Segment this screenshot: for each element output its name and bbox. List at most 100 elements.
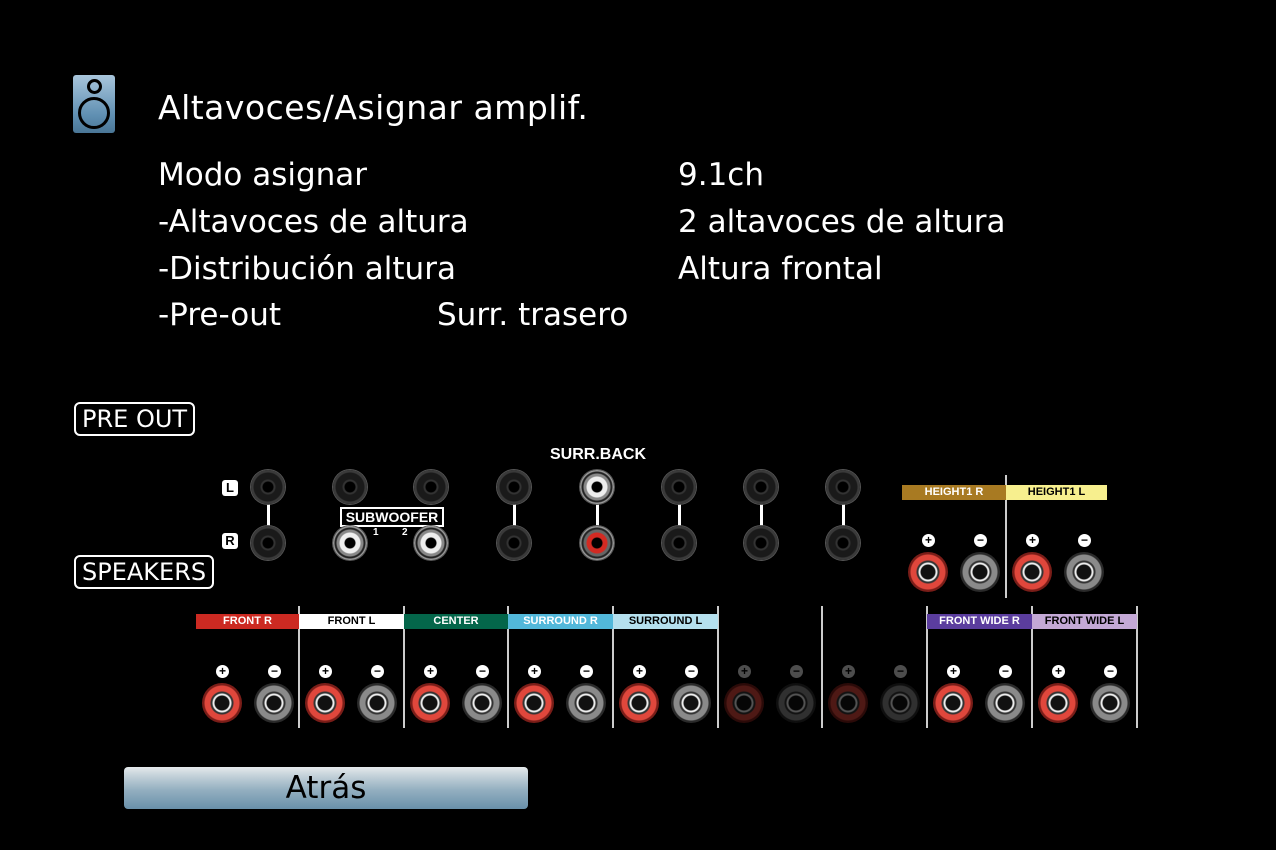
minus-icon: − bbox=[371, 665, 384, 678]
speaker-1-negative-terminal bbox=[357, 683, 397, 723]
speaker-6-negative-terminal bbox=[880, 683, 920, 723]
group-divider bbox=[612, 606, 614, 728]
speaker-4-negative-terminal bbox=[671, 683, 711, 723]
speaker-1-label: FRONT L bbox=[299, 614, 404, 629]
speaker-3-label: SURROUND R bbox=[508, 614, 613, 629]
height1-l-positive-terminal bbox=[1012, 552, 1052, 592]
plus-icon: + bbox=[319, 665, 332, 678]
group-divider bbox=[1005, 475, 1007, 598]
speaker-4-positive-terminal bbox=[619, 683, 659, 723]
height1-l-label: HEIGHT1 L bbox=[1006, 485, 1107, 500]
back-button[interactable]: Atrás bbox=[124, 767, 528, 809]
page-title: Altavoces/Asignar amplif. bbox=[158, 88, 589, 127]
plus-icon: + bbox=[633, 665, 646, 678]
pre-out-jack-l bbox=[744, 470, 778, 504]
height1-r-label: HEIGHT1 R bbox=[902, 485, 1006, 500]
speaker-7-negative-terminal bbox=[985, 683, 1025, 723]
height1-l-negative-terminal bbox=[1064, 552, 1104, 592]
speaker-7-label: FRONT WIDE R bbox=[927, 614, 1032, 629]
speaker-0-negative-terminal bbox=[254, 683, 294, 723]
plus-icon: + bbox=[216, 665, 229, 678]
speaker-2-label: CENTER bbox=[404, 614, 508, 629]
plus-icon: + bbox=[922, 534, 935, 547]
plus-icon: + bbox=[424, 665, 437, 678]
speaker-6-positive-terminal bbox=[828, 683, 868, 723]
setting-value-pre-out: Surr. trasero bbox=[437, 297, 629, 333]
group-divider bbox=[926, 606, 928, 728]
speaker-icon bbox=[73, 75, 115, 133]
pre-out-tag: PRE OUT bbox=[74, 402, 196, 436]
setting-label-height-speakers: -Altavoces de altura bbox=[158, 204, 469, 240]
jack-link bbox=[513, 504, 516, 526]
minus-icon: − bbox=[476, 665, 489, 678]
speaker-5-positive-terminal bbox=[724, 683, 764, 723]
pre-out-jack-r bbox=[497, 526, 531, 560]
speaker-2-positive-terminal bbox=[410, 683, 450, 723]
group-divider bbox=[1136, 606, 1138, 728]
speaker-3-positive-terminal bbox=[514, 683, 554, 723]
pre-out-jack-l bbox=[333, 470, 367, 504]
minus-icon: − bbox=[974, 534, 987, 547]
speaker-5-negative-terminal bbox=[776, 683, 816, 723]
speaker-3-negative-terminal bbox=[566, 683, 606, 723]
pre-out-jack-r bbox=[580, 526, 614, 560]
jack-link bbox=[596, 504, 599, 526]
group-divider bbox=[1031, 606, 1033, 728]
subwoofer-2-number: 2 bbox=[402, 527, 408, 538]
height1-r-positive-terminal bbox=[908, 552, 948, 592]
setting-label-height-layout: -Distribución altura bbox=[158, 251, 456, 287]
group-divider bbox=[507, 606, 509, 728]
plus-icon: + bbox=[528, 665, 541, 678]
speaker-0-positive-terminal bbox=[202, 683, 242, 723]
jack-link bbox=[760, 504, 763, 526]
pre-out-jack-r bbox=[662, 526, 696, 560]
minus-icon: − bbox=[790, 665, 803, 678]
pre-out-jack-r bbox=[251, 526, 285, 560]
pre-out-jack-l bbox=[826, 470, 860, 504]
subwoofer-label: SUBWOOFER bbox=[340, 507, 444, 527]
speaker-1-positive-terminal bbox=[305, 683, 345, 723]
speaker-8-positive-terminal bbox=[1038, 683, 1078, 723]
right-channel-marker: R bbox=[222, 533, 238, 549]
pre-out-jack-r bbox=[826, 526, 860, 560]
plus-icon: + bbox=[1052, 665, 1065, 678]
pre-out-jack-r bbox=[333, 526, 367, 560]
group-divider bbox=[298, 606, 300, 728]
subwoofer-1-number: 1 bbox=[373, 527, 379, 538]
group-divider bbox=[821, 606, 823, 728]
height1-r-negative-terminal bbox=[960, 552, 1000, 592]
speakers-tag: SPEAKERS bbox=[74, 555, 215, 589]
minus-icon: − bbox=[894, 665, 907, 678]
speaker-8-negative-terminal bbox=[1090, 683, 1130, 723]
surr-back-label: SURR.BACK bbox=[550, 446, 646, 463]
pre-out-jack-l bbox=[414, 470, 448, 504]
speaker-8-label: FRONT WIDE L bbox=[1032, 614, 1137, 629]
plus-icon: + bbox=[842, 665, 855, 678]
pre-out-jack-r bbox=[744, 526, 778, 560]
speaker-7-positive-terminal bbox=[933, 683, 973, 723]
minus-icon: − bbox=[1104, 665, 1117, 678]
minus-icon: − bbox=[1078, 534, 1091, 547]
left-channel-marker: L bbox=[222, 480, 238, 496]
setting-value-height-speakers: 2 altavoces de altura bbox=[678, 204, 1006, 240]
jack-link bbox=[267, 504, 270, 526]
minus-icon: − bbox=[268, 665, 281, 678]
pre-out-jack-l bbox=[497, 470, 531, 504]
speaker-0-label: FRONT R bbox=[196, 614, 299, 629]
group-divider bbox=[403, 606, 405, 728]
pre-out-jack-r bbox=[414, 526, 448, 560]
jack-link bbox=[842, 504, 845, 526]
pre-out-jack-l bbox=[580, 470, 614, 504]
setting-value-height-layout: Altura frontal bbox=[678, 251, 883, 287]
minus-icon: − bbox=[999, 665, 1012, 678]
minus-icon: − bbox=[580, 665, 593, 678]
plus-icon: + bbox=[947, 665, 960, 678]
setting-label-assign-mode: Modo asignar bbox=[158, 157, 368, 193]
jack-link bbox=[678, 504, 681, 526]
pre-out-jack-l bbox=[662, 470, 696, 504]
speaker-4-label: SURROUND L bbox=[613, 614, 718, 629]
minus-icon: − bbox=[685, 665, 698, 678]
speaker-2-negative-terminal bbox=[462, 683, 502, 723]
plus-icon: + bbox=[1026, 534, 1039, 547]
